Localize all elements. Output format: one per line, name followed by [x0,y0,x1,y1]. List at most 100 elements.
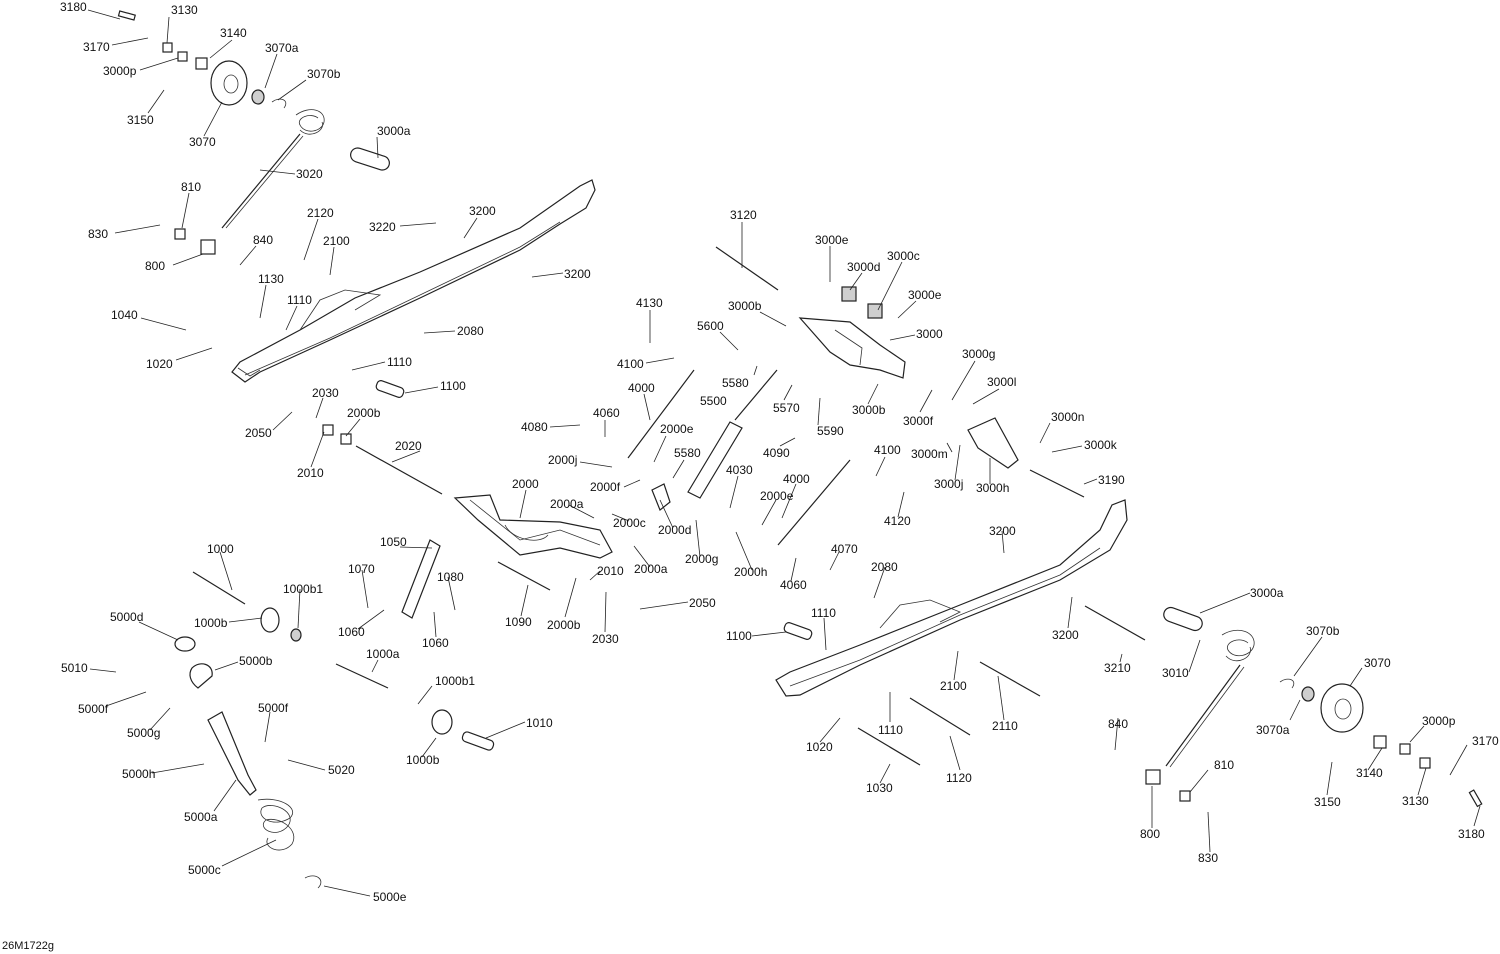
callout-label: 1000b1 [283,582,323,596]
callout-label: 2000e [660,422,694,436]
callout-label: 3000j [934,477,963,491]
callout-label: 3070 [189,135,216,149]
callout-label: 3000d [847,260,880,274]
callout-label: 830 [88,227,108,241]
leader-lines [87,9,1481,897]
callout-label: 4060 [593,406,620,420]
callout-label: 3190 [1098,473,1125,487]
callout-label: 3210 [1104,661,1131,675]
callout-label: 5500 [700,394,727,408]
left-rail-assembly [117,10,596,495]
callout-label: 5000f [258,701,289,715]
callout-label: 810 [181,180,201,194]
callout-label: 3130 [1402,794,1429,808]
callout-label: 3130 [171,3,198,17]
callout-label: 3000p [103,64,137,78]
callout-label: 2000a [634,562,668,576]
callout-label: 5580 [722,376,749,390]
callout-label: 5000e [373,890,407,904]
callout-label: 2000f [590,480,621,494]
callout-label: 2110 [992,719,1018,733]
callout-label: 840 [253,233,273,247]
center-arm-assembly [453,246,1085,591]
callout-label: 5600 [697,319,724,333]
callout-label: 2000d [658,523,691,537]
callout-label: 2000j [548,453,577,467]
callout-label: 830 [1198,851,1218,865]
callout-label: 3000e [908,288,942,302]
callout-label: 1110 [287,293,312,307]
callout-label: 2000e [760,489,794,503]
callout-label: 1050 [380,535,407,549]
callout-label: 3200 [1052,628,1079,642]
callout-label: 2080 [457,324,484,338]
right-rail-assembly [775,499,1483,808]
callout-label: 2120 [307,206,334,220]
callout-label: 4030 [726,463,753,477]
callout-label: 3010 [1162,666,1189,680]
callout-label: 3150 [1314,795,1341,809]
callout-label: 5570 [773,401,800,415]
callout-label: 3150 [127,113,154,127]
callout-label: 2000b [347,406,381,420]
callout-label: 5000f [78,702,109,716]
callout-label: 3180 [1458,827,1485,841]
callout-label: 1110 [878,723,903,737]
callout-label: 4060 [780,578,807,592]
callout-label: 3070a [265,41,299,55]
callout-label: 1010 [526,716,553,730]
diagram-reference-code: 26M1722g [2,940,54,952]
callout-label: 2100 [323,234,350,248]
callout-label: 1040 [111,308,138,322]
callout-label: 2000c [613,516,646,530]
callout-label: 1130 [258,272,284,286]
callout-label: 1000b1 [435,674,475,688]
callout-label: 3000n [1051,410,1084,424]
callout-label: 3000l [987,375,1016,389]
callout-label: 3000a [377,124,411,138]
callout-label: 2080 [871,560,898,574]
callout-label: 5010 [61,661,88,675]
callout-label: 3170 [83,40,110,54]
callout-label: 2010 [297,466,324,480]
callout-label: 3200 [469,204,496,218]
callout-label: 4130 [636,296,663,310]
callout-label: 5020 [328,763,355,777]
callout-label: 1000b [194,616,228,630]
callout-label: 4100 [617,357,644,371]
callout-label: 2020 [395,439,422,453]
callout-label: 4000 [628,381,655,395]
callout-label: 2030 [312,386,339,400]
callout-label: 4080 [521,420,548,434]
callout-label: 3200 [564,267,591,281]
callout-label: 5000b [239,654,273,668]
callout-label: 2000a [550,497,584,511]
callout-label: 1070 [348,562,375,576]
callout-label: 3140 [1356,766,1383,780]
callout-label: 3000p [1422,714,1456,728]
callout-label: 1000 [207,542,234,556]
callout-label: 1030 [866,781,893,795]
callout-label: 1020 [806,740,833,754]
callout-label: 3000b [728,299,762,313]
callout-label: 2030 [592,632,619,646]
callout-label: 840 [1108,717,1128,731]
callout-label: 3070 [1364,656,1391,670]
callout-label: 1110 [387,355,412,369]
callout-label: 5000c [188,863,221,877]
callout-label: 1100 [726,629,752,643]
callout-label: 3000k [1084,438,1118,452]
callout-label: 3140 [220,26,247,40]
callout-label: 3020 [296,167,323,181]
callout-label: 2010 [597,564,624,578]
callout-label: 3220 [369,220,396,234]
callout-label: 1020 [146,357,173,371]
callout-label: 3000 [916,327,943,341]
callout-label: 2100 [940,679,967,693]
callout-label: 4100 [874,443,901,457]
callout-label: 1060 [338,625,365,639]
callout-label: 1000a [366,647,400,661]
callout-label: 1110 [811,606,836,620]
callout-label: 3120 [730,208,757,222]
